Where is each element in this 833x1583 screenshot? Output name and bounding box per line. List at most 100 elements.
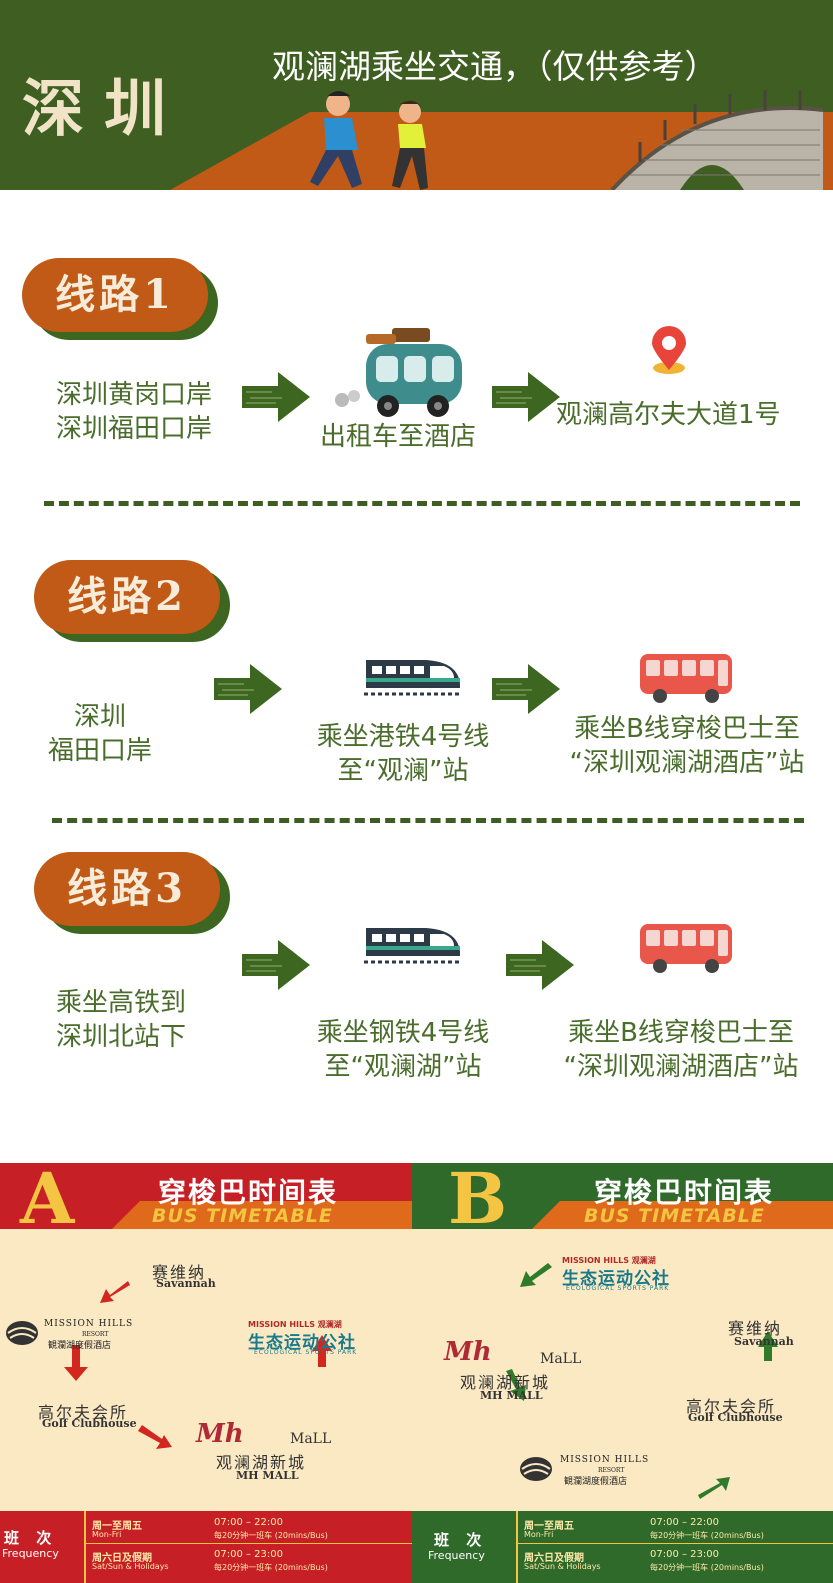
route-2-step-line: 乘坐港铁4号线 <box>316 722 490 752</box>
a-stop-savannah-en: Savannah <box>156 1277 216 1290</box>
route-map-arrows <box>64 1263 778 1499</box>
arrow-right-icon <box>506 940 574 990</box>
arrow-right-icon <box>242 940 310 990</box>
a-frequency-label: 班 次 <box>4 1529 58 1547</box>
a-eco-park-en: ECOLOGICAL SPORTS PARK <box>254 1349 358 1356</box>
b-mall-cn: 观澜湖新城 <box>460 1373 551 1392</box>
timetable-a-subtitle: BUS TIMETABLE <box>152 1205 333 1227</box>
b-row2-time: 07:00 – 23:00 <box>650 1549 719 1560</box>
b-eco-top: MISSION HILLS 观澜湖 <box>562 1256 656 1265</box>
bus-icon <box>640 654 732 703</box>
a-frequency-label-en: Frequency <box>2 1547 59 1560</box>
route-2-origin-line: 深圳 <box>73 702 126 732</box>
route-1-step-line: 出租车至酒店 <box>319 422 476 452</box>
a-row1-days: 周一至周五 <box>92 1521 142 1532</box>
arrow-right-icon <box>242 372 310 422</box>
bridge-illustration <box>610 90 824 190</box>
b-frequency-label: 班 次 <box>434 1531 488 1549</box>
mission-hills-logo-icon <box>6 1321 38 1345</box>
a-resort-sub: RESORT <box>82 1331 109 1338</box>
route-1-origin: 深圳黄岗口岸 深圳福田口岸 <box>56 378 212 446</box>
a-mall-cn: 观澜湖新城 <box>216 1453 307 1472</box>
route-2-origin-line: 福田口岸 <box>47 736 152 766</box>
bus-timetable: A 穿梭巴时间表 BUS TIMETABLE B 穿梭巴时间表 BUS TIME… <box>0 1163 833 1583</box>
train-icon <box>364 660 462 696</box>
route-2-destination-line: “深圳观澜湖酒店”站 <box>569 748 805 778</box>
route-1-destination-line: 观澜高尔夫大道1号 <box>556 400 781 430</box>
route-3-origin: 乘坐高铁到 深圳北站下 <box>56 986 186 1054</box>
a-mall-en: MH MALL <box>236 1469 299 1482</box>
b-stop-clubhouse: 高尔夫会所 <box>686 1397 777 1416</box>
b-frequency-label-en: Frequency <box>428 1549 485 1562</box>
route-3-origin-line: 乘坐高铁到 <box>56 988 187 1018</box>
route-2-label: 线路2 <box>67 573 187 620</box>
a-row2-days-en: Sat/Sun & Holidays <box>92 1562 169 1571</box>
route-3-badge: 线路3 <box>34 852 230 934</box>
a-row2-days: 周六日及假期 <box>92 1553 152 1564</box>
b-frequency-bar: 班 次 Frequency 周一至周五 Mon-Fri 07:00 – 22:0… <box>412 1511 833 1583</box>
route-1-badge: 线路1 <box>22 258 218 340</box>
route-2-origin: 深圳 福田口岸 <box>30 700 170 768</box>
route-2-step-line: 至“观澜”站 <box>337 756 469 786</box>
route-3-label: 线路3 <box>67 865 187 912</box>
a-mall-word: MaLL <box>290 1431 332 1447</box>
b-resort-name: MISSION HILLS <box>560 1455 650 1465</box>
route-3-step: 乘坐钢铁4号线 至“观澜湖”站 <box>300 1016 506 1084</box>
route-1-step: 出租车至酒店 <box>300 420 496 454</box>
a-resort-name: MISSION HILLS <box>44 1319 134 1329</box>
b-row2-days: 周六日及假期 <box>524 1553 584 1564</box>
b-row1-days: 周一至周五 <box>524 1521 574 1532</box>
b-resort-sub: RESORT <box>598 1467 625 1474</box>
b-eco-park: 生态运动公社 <box>562 1269 670 1289</box>
a-stop-clubhouse: 高尔夫会所 <box>38 1403 129 1422</box>
bus-icon <box>640 924 732 973</box>
route-2-badge: 线路2 <box>34 560 230 642</box>
b-row1-time: 07:00 – 22:00 <box>650 1517 719 1528</box>
a-row1-days-en: Mon-Fri <box>92 1530 122 1539</box>
runners-illustration <box>310 91 428 190</box>
taxi-van-icon <box>335 328 462 417</box>
timetable-b-letter: B <box>448 1163 508 1240</box>
route-3-destination-line: “深圳观澜湖酒店”站 <box>563 1052 799 1082</box>
route-2-destination: 乘坐B线穿梭巴士至 “深圳观澜湖酒店”站 <box>556 712 818 780</box>
arrow-right-icon <box>492 372 560 422</box>
header-background <box>170 90 833 190</box>
route-3-origin-line: 深圳北站下 <box>56 1022 187 1052</box>
arrow-right-icon <box>492 664 560 714</box>
timetable-header-stripes <box>112 1201 833 1229</box>
route-2-step: 乘坐港铁4号线 至“观澜”站 <box>300 720 506 788</box>
city-title: 深圳 <box>22 72 187 145</box>
b-row1-days-en: Mon-Fri <box>524 1530 554 1539</box>
route-1-origin-line: 深圳黄岗口岸 <box>56 380 213 410</box>
route-1-destination: 观澜高尔夫大道1号 <box>556 398 781 432</box>
b-stop-clubhouse-en: Golf Clubhouse <box>688 1411 783 1424</box>
train-icon <box>364 928 462 964</box>
header-banner: 深圳 观澜湖乘坐交通，（仅供参考） <box>0 0 833 190</box>
b-stop-savannah-en: Savannah <box>734 1335 794 1348</box>
a-row2-interval: 每20分钟一班车 (20mins/Bus) <box>214 1563 328 1572</box>
divider-1 <box>44 501 800 506</box>
timetable-b-subtitle: BUS TIMETABLE <box>584 1205 765 1227</box>
route-3-destination: 乘坐B线穿梭巴士至 “深圳观澜湖酒店”站 <box>550 1016 812 1084</box>
route-1-origin-line: 深圳福田口岸 <box>56 414 213 444</box>
route-3-destination-line: 乘坐B线穿梭巴士至 <box>568 1018 794 1048</box>
page-headline: 观澜湖乘坐交通，（仅供参考） <box>272 47 718 86</box>
a-eco-park: 生态运动公社 <box>248 1333 356 1353</box>
a-stop-savannah: 赛维纳 <box>152 1263 207 1282</box>
b-mall-word: MaLL <box>540 1351 582 1367</box>
arrow-right-icon <box>214 664 282 714</box>
route-3-step-line: 乘坐钢铁4号线 <box>316 1018 490 1048</box>
a-row2-time: 07:00 – 23:00 <box>214 1549 283 1560</box>
route-2-destination-line: 乘坐B线穿梭巴士至 <box>574 714 800 744</box>
a-resort-cn: 観瀾湖度假酒店 <box>48 1341 112 1351</box>
b-row2-days-en: Sat/Sun & Holidays <box>524 1562 601 1571</box>
a-mall-logo: Mh <box>196 1419 244 1449</box>
mission-hills-logo-icon <box>520 1457 552 1481</box>
a-row1-time: 07:00 – 22:00 <box>214 1517 283 1528</box>
a-eco-top: MISSION HILLS 观澜湖 <box>248 1320 342 1329</box>
location-pin-icon <box>652 326 686 374</box>
timetable-a-letter: A <box>20 1163 75 1240</box>
b-resort-cn: 観瀾湖度假酒店 <box>564 1477 628 1487</box>
b-row2-interval: 每20分钟一班车 (20mins/Bus) <box>650 1563 764 1572</box>
timetable-b-title: 穿梭巴时间表 <box>594 1176 775 1209</box>
